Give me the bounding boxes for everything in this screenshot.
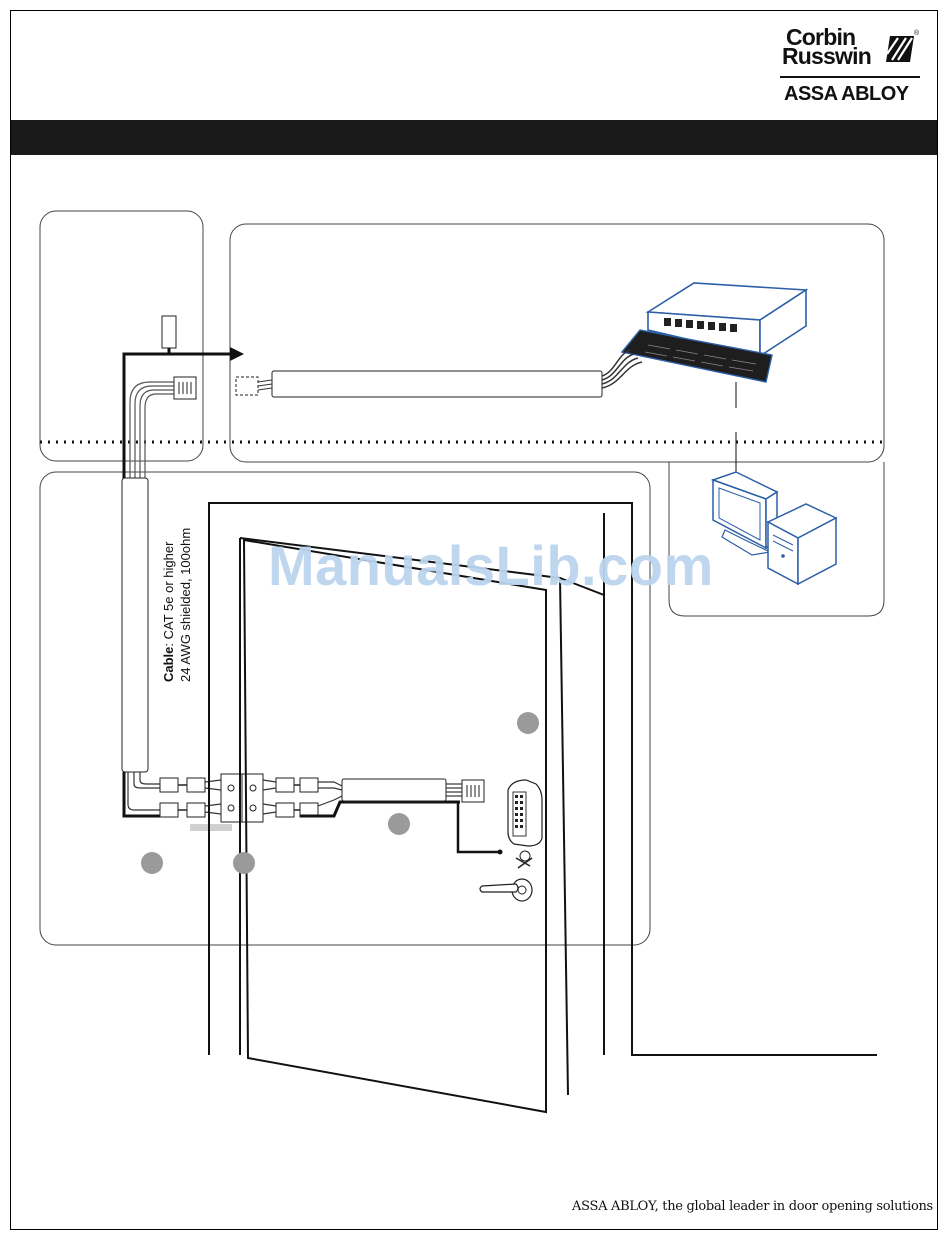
network-region-box [230, 224, 884, 462]
gray-label-strip [190, 824, 232, 831]
watermark: ManualsLib.com [268, 533, 714, 598]
jack-wires [258, 380, 272, 390]
rj45-connector-door-icon [462, 780, 484, 802]
cable-label-bold: Cable [161, 647, 176, 682]
computer-tower-icon [768, 504, 836, 584]
door-cable-sleeve [342, 779, 446, 801]
keypad-lock-icon [508, 780, 542, 868]
step-marker [141, 852, 163, 874]
lock-lead-wire [458, 802, 498, 852]
rj45-connector-icon [174, 377, 196, 399]
arrow-head-icon [230, 347, 244, 361]
footer-tagline: ASSA ABLOY, the global leader in door op… [572, 1199, 933, 1214]
ceiling-region-box [40, 211, 203, 461]
cable-spec-label: Cable: CAT 5e or higher 24 AWG shielded,… [160, 528, 194, 682]
ceiling-patch-wires [130, 382, 174, 478]
connector-block-2 [276, 778, 318, 817]
network-cable-sleeve [272, 371, 602, 397]
ceiling-connector [162, 316, 176, 348]
wall-jack-icon [236, 377, 258, 395]
connector-block-1 [160, 778, 205, 817]
cable-label-line2: 24 AWG shielded, 100ohm [177, 528, 194, 682]
cable-label-line1: : CAT 5e or higher [161, 542, 176, 647]
step-marker [517, 712, 539, 734]
cable-wires-right [602, 350, 642, 388]
lever-handle-icon [480, 879, 532, 901]
step-marker [233, 852, 255, 874]
step-marker [388, 813, 410, 835]
cable-sleeve-vertical [122, 478, 148, 772]
junction-wires-left [128, 772, 160, 810]
junction-box [221, 774, 263, 822]
